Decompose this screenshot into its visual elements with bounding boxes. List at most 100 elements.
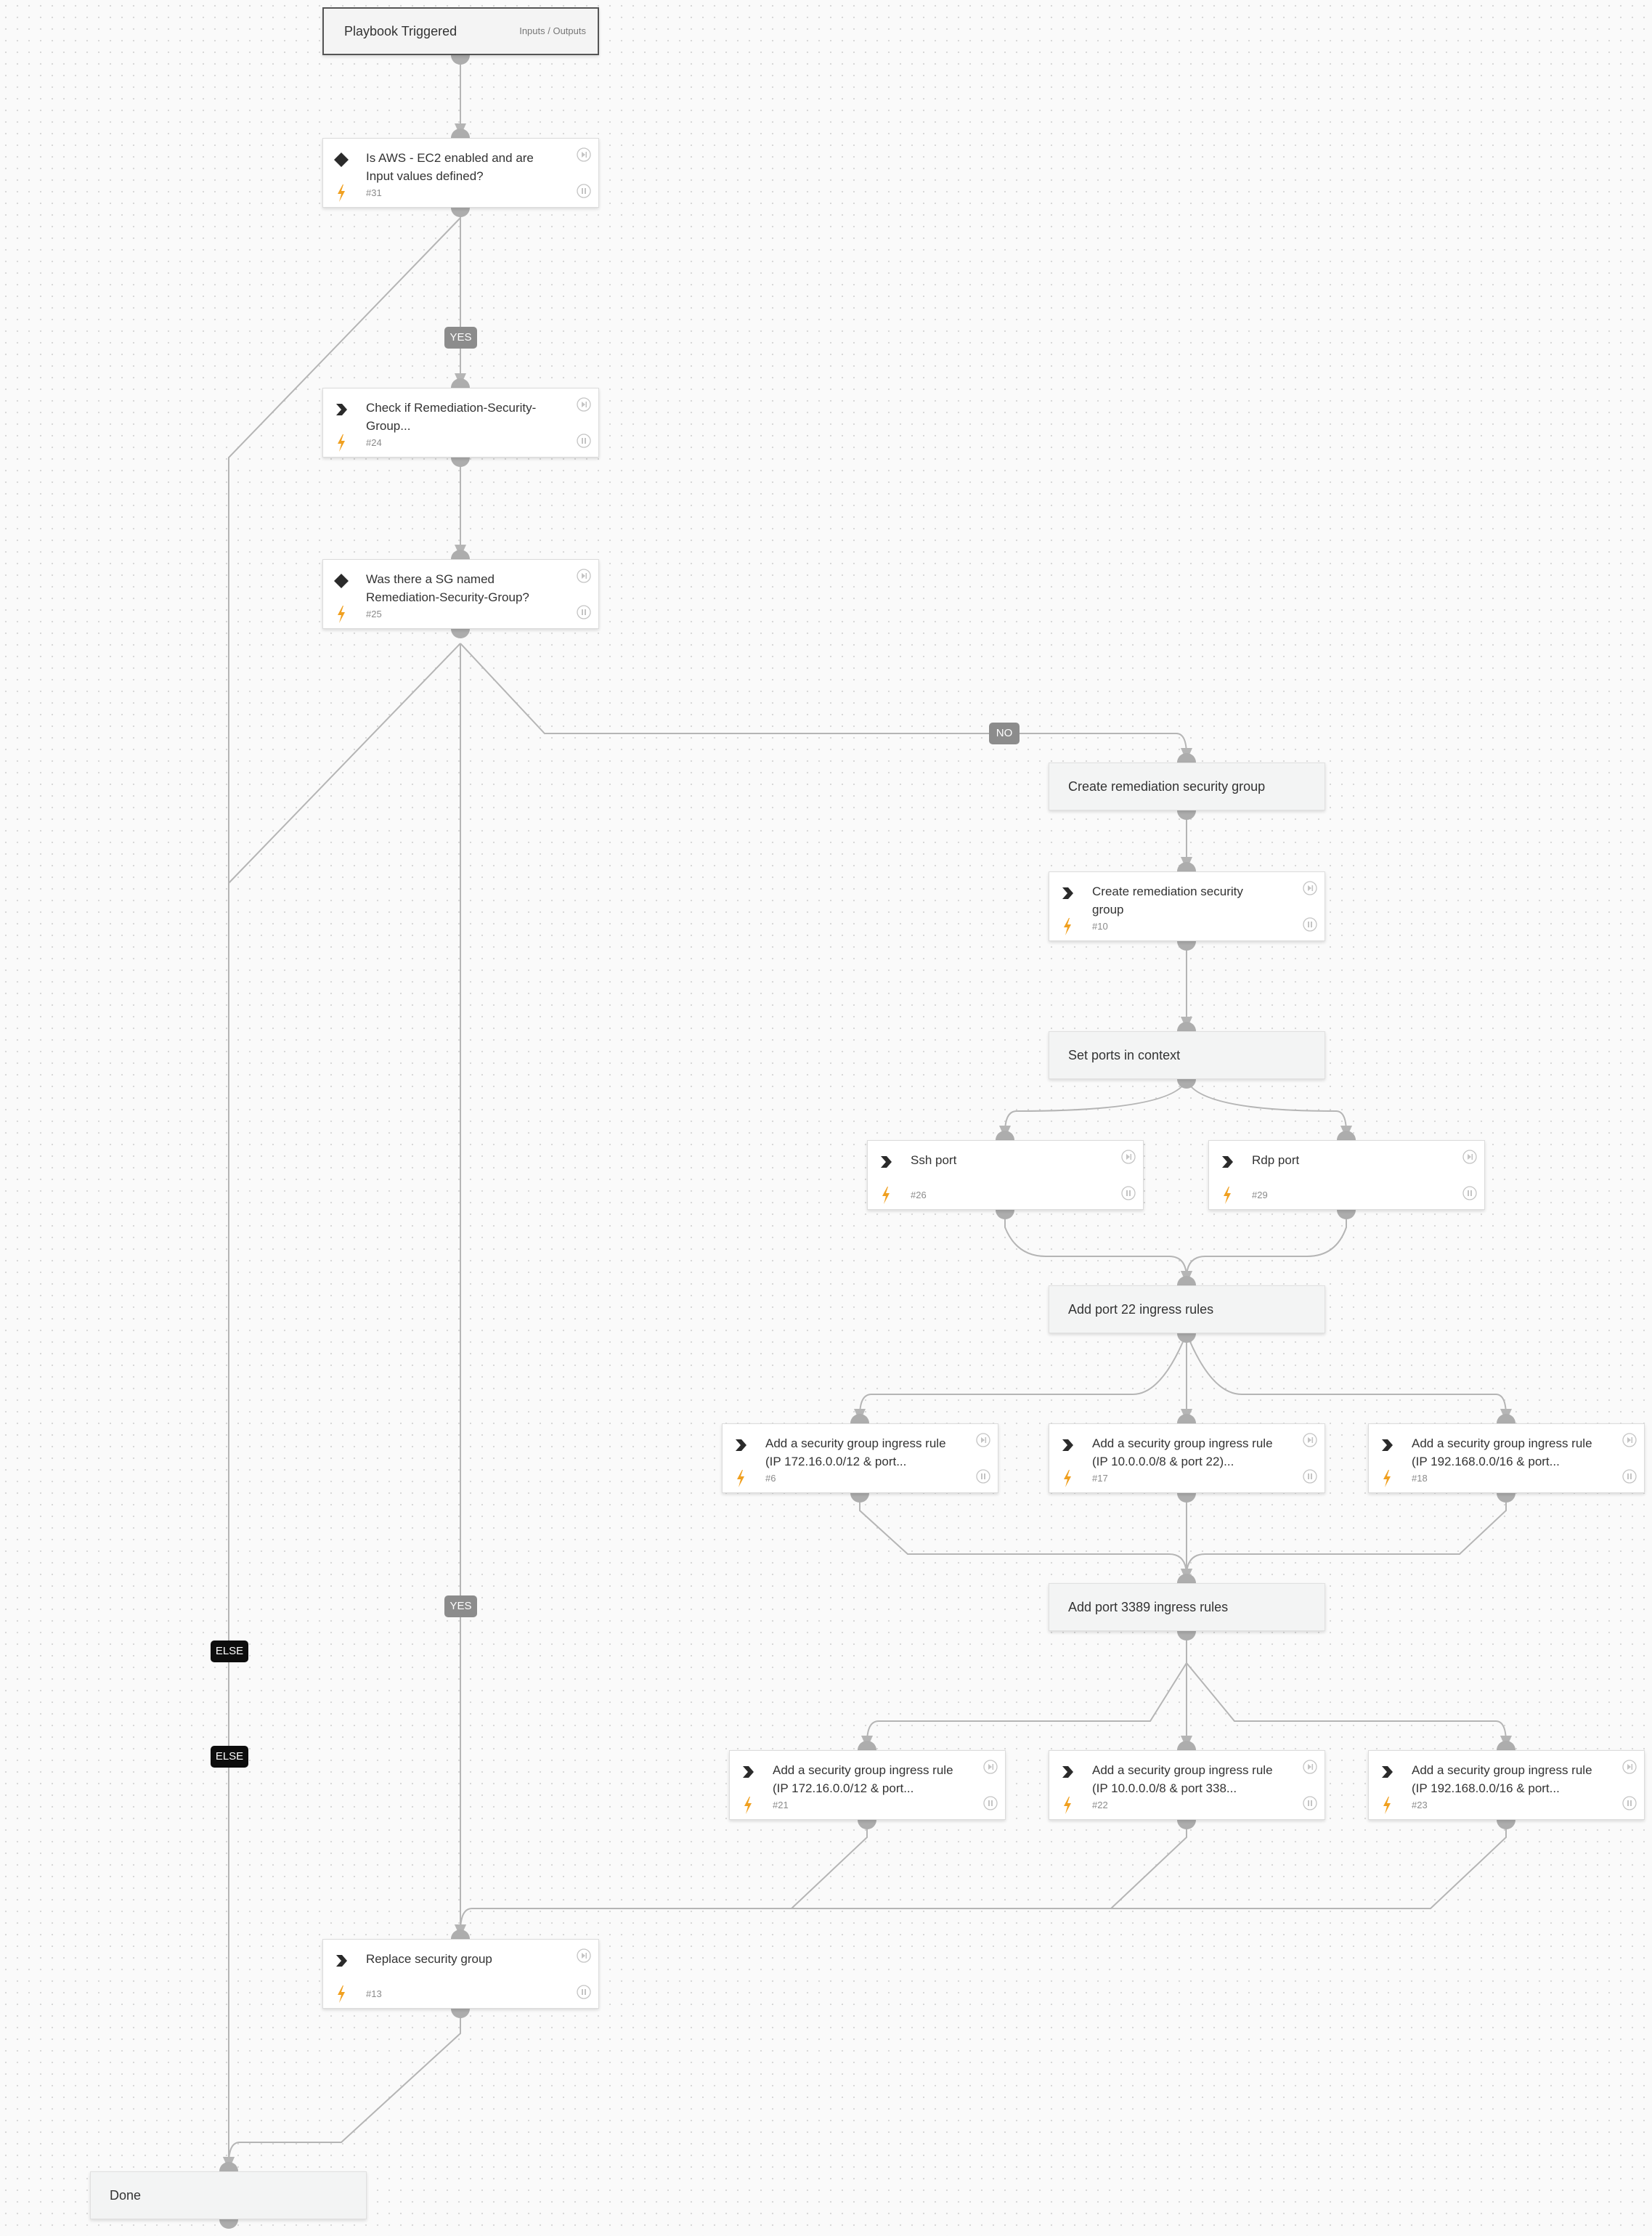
bolt-icon [1381, 1796, 1393, 1815]
bolt-icon [1062, 1469, 1073, 1488]
task-id: #13 [366, 1988, 382, 1999]
task-id: #26 [911, 1190, 927, 1200]
workflow-edge [223, 217, 461, 2170]
workflow-edge [861, 1631, 1187, 1749]
task-node-31[interactable]: Is AWS - EC2 enabled and are Input value… [322, 138, 599, 208]
task-id: #25 [366, 609, 382, 619]
task-node-25[interactable]: Was there a SG named Remediation-Securit… [322, 559, 599, 629]
yes-condition-badge[interactable]: YES [444, 1595, 477, 1617]
pause-icon[interactable] [577, 184, 591, 198]
workflow-edge [1186, 1333, 1512, 1422]
pause-icon[interactable] [976, 1469, 990, 1484]
else-condition-badge[interactable]: ELSE [211, 1746, 248, 1768]
yes-condition-badge[interactable]: YES [444, 327, 477, 349]
playbook-triggered-node[interactable]: Playbook Triggered Inputs / Outputs [322, 7, 599, 55]
task-title: Ssh port [911, 1153, 957, 1167]
chevron-icon [740, 1764, 756, 1780]
skip-icon[interactable] [1303, 1433, 1317, 1447]
diamond-icon [333, 152, 349, 168]
task-node-29[interactable]: Rdp port #29 [1208, 1140, 1485, 1210]
task-node-10[interactable]: Create remediation security group #10 [1049, 871, 1325, 941]
task-title: Add a security group ingress rule (IP 17… [765, 1436, 946, 1468]
bolt-icon [1062, 917, 1073, 936]
skip-icon[interactable] [1622, 1760, 1637, 1774]
task-node-23[interactable]: Add a security group ingress rule (IP 19… [1368, 1750, 1645, 1820]
skip-icon[interactable] [1462, 1150, 1477, 1164]
task-id: #24 [366, 437, 382, 448]
section-title: Add port 22 ingress rules [1068, 1302, 1214, 1317]
task-id: #21 [773, 1800, 789, 1810]
section-add-port-3389[interactable]: Add port 3389 ingress rules [1049, 1583, 1325, 1631]
chevron-icon [1059, 885, 1075, 901]
pause-icon[interactable] [1462, 1186, 1477, 1200]
section-add-port-22[interactable]: Add port 22 ingress rules [1049, 1285, 1325, 1333]
task-node-13[interactable]: Replace security group #13 [322, 1939, 599, 2009]
pause-icon[interactable] [1121, 1186, 1136, 1200]
skip-icon[interactable] [1303, 1760, 1317, 1774]
pause-icon[interactable] [1303, 917, 1317, 932]
workflow-edge [859, 1493, 1192, 1582]
task-node-24[interactable]: Check if Remediation-Security-Group... #… [322, 388, 599, 458]
bolt-icon [335, 1985, 347, 2004]
bolt-icon [1062, 1796, 1073, 1815]
bolt-icon [880, 1186, 892, 1205]
workflow-edge [1181, 1210, 1347, 1284]
section-done[interactable]: Done [90, 2171, 367, 2219]
chevron-icon [1379, 1764, 1395, 1780]
chevron-icon [1059, 1764, 1075, 1780]
skip-icon[interactable] [577, 397, 591, 412]
skip-icon[interactable] [577, 1948, 591, 1963]
workflow-edge [1186, 1631, 1512, 1749]
else-condition-badge[interactable]: ELSE [211, 1641, 248, 1662]
skip-icon[interactable] [1622, 1433, 1637, 1447]
task-title: Add a security group ingress rule (IP 10… [1092, 1763, 1273, 1795]
task-title: Add a security group ingress rule (IP 17… [773, 1763, 953, 1795]
no-condition-badge[interactable]: NO [989, 723, 1020, 744]
task-title: Was there a SG named Remediation-Securit… [366, 572, 529, 604]
section-title: Set ports in context [1068, 1048, 1181, 1062]
task-node-26[interactable]: Ssh port #26 [867, 1140, 1144, 1210]
inputs-outputs-link[interactable]: Inputs / Outputs [519, 25, 586, 36]
pause-icon[interactable] [1622, 1469, 1637, 1484]
task-node-6[interactable]: Add a security group ingress rule (IP 17… [722, 1423, 998, 1493]
skip-icon[interactable] [577, 569, 591, 583]
skip-icon[interactable] [976, 1433, 990, 1447]
pause-icon[interactable] [577, 434, 591, 448]
workflow-edge [472, 1820, 1507, 1909]
workflow-edge [1181, 1493, 1507, 1582]
section-title: Done [110, 2188, 142, 2203]
task-node-17[interactable]: Add a security group ingress rule (IP 10… [1049, 1423, 1325, 1493]
pause-icon[interactable] [1303, 1796, 1317, 1810]
task-title: Rdp port [1252, 1153, 1300, 1167]
pause-icon[interactable] [577, 605, 591, 619]
task-node-18[interactable]: Add a security group ingress rule (IP 19… [1368, 1423, 1645, 1493]
skip-icon[interactable] [577, 147, 591, 162]
node-title: Playbook Triggered [344, 24, 457, 38]
task-node-22[interactable]: Add a security group ingress rule (IP 10… [1049, 1750, 1325, 1820]
bolt-icon [335, 184, 347, 203]
bolt-icon [335, 605, 347, 624]
skip-icon[interactable] [983, 1760, 998, 1774]
pause-icon[interactable] [1622, 1796, 1637, 1810]
section-title: Add port 3389 ingress rules [1068, 1600, 1229, 1614]
skip-icon[interactable] [1303, 881, 1317, 895]
skip-icon[interactable] [1121, 1150, 1136, 1164]
section-create-remediation-sg[interactable]: Create remediation security group [1049, 763, 1325, 810]
chevron-icon [878, 1154, 894, 1170]
pause-icon[interactable] [983, 1796, 998, 1810]
chevron-icon [333, 402, 349, 418]
task-id: #29 [1252, 1190, 1268, 1200]
task-node-21[interactable]: Add a security group ingress rule (IP 17… [729, 1750, 1006, 1820]
task-id: #23 [1412, 1800, 1428, 1810]
pause-icon[interactable] [1303, 1469, 1317, 1484]
section-set-ports[interactable]: Set ports in context [1049, 1031, 1325, 1079]
task-title: Add a security group ingress rule (IP 19… [1412, 1436, 1592, 1468]
pause-icon[interactable] [577, 1985, 591, 1999]
workflow-edge [460, 643, 1192, 761]
workflow-edge [455, 1820, 868, 1938]
bolt-icon [1221, 1186, 1233, 1205]
task-id: #18 [1412, 1473, 1428, 1484]
bolt-icon [735, 1469, 746, 1488]
section-title: Create remediation security group [1068, 779, 1266, 794]
